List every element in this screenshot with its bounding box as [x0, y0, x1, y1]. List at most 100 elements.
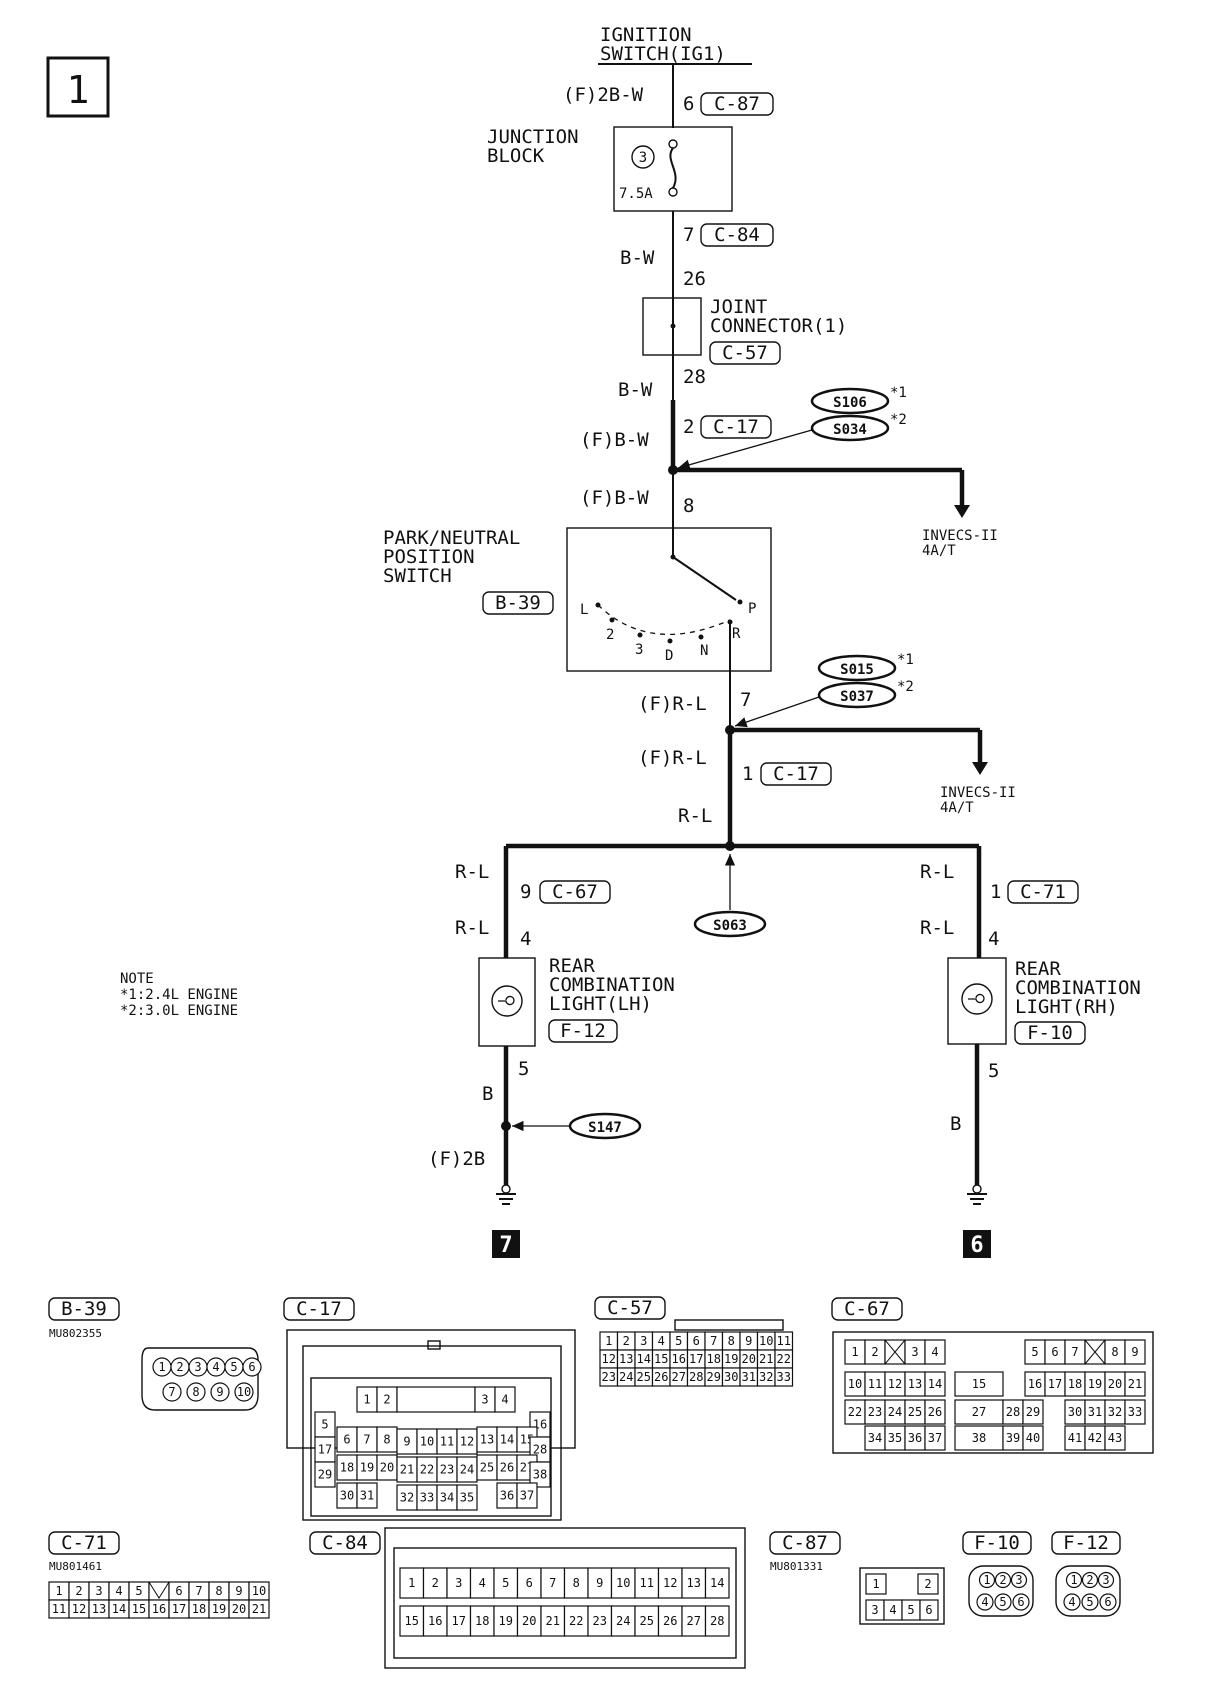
pin-number: 22 — [420, 1463, 434, 1477]
pin-number: 32 — [400, 1491, 414, 1505]
pin-number: 9 — [216, 1385, 223, 1399]
pin-number: 29 — [1026, 1405, 1040, 1419]
pin-number: 24 — [888, 1405, 902, 1419]
pin-cavity — [1063, 1593, 1081, 1611]
pin-pn-out: 7 — [740, 689, 751, 711]
c71-part: MU801461 — [49, 1560, 102, 1573]
pin-number: 2 — [871, 1345, 878, 1359]
ground-no-right-box — [963, 1230, 991, 1258]
pin-number: 27 — [972, 1405, 986, 1419]
svg-text:S034: S034 — [833, 422, 867, 438]
wire-color-rl-1: (F)R-L — [638, 693, 707, 715]
pin-number: 40 — [1026, 1431, 1040, 1445]
pin-cavity — [994, 1571, 1012, 1589]
pin-number: 17 — [172, 1602, 186, 1616]
pin-number: 12 — [888, 1377, 902, 1391]
pin-number: 10 — [759, 1334, 773, 1348]
pn-switch-arm — [672, 556, 737, 601]
pin-number: 15 — [654, 1352, 668, 1366]
svg-text:S015: S015 — [840, 662, 874, 678]
svg-text:C-17: C-17 — [296, 1298, 342, 1320]
note-title: NOTE — [120, 971, 154, 987]
pin-left-out: 5 — [518, 1058, 529, 1080]
page-number: 1 — [67, 68, 90, 112]
pin-number: 4 — [115, 1584, 122, 1598]
pn-label-1: PARK/NEUTRAL — [383, 527, 520, 549]
pin-number: 27 — [672, 1370, 686, 1384]
rear-light-lh — [478, 957, 536, 1047]
pin-number: 21 — [252, 1602, 266, 1616]
pn-label-3: SWITCH — [383, 565, 452, 587]
wire-color-jc: B-W — [618, 379, 653, 401]
svg-text:*2: *2 — [890, 412, 907, 428]
light-rh-3: LIGHT(RH) — [1015, 996, 1118, 1018]
pin-number: 4 — [479, 1576, 486, 1590]
pin-number: 12 — [602, 1352, 616, 1366]
splice-s037 — [817, 681, 897, 709]
arrow-invecs-mid — [972, 762, 988, 775]
pin-c17-2: 2 — [683, 416, 694, 438]
pin-cavity — [529, 1461, 551, 1488]
pin-cavity — [1022, 1425, 1044, 1451]
pin-number: 21 — [1128, 1377, 1142, 1391]
pin-number: 24 — [619, 1370, 633, 1384]
light-rh-2: COMBINATION — [1015, 977, 1141, 999]
pin-number: 3 — [911, 1345, 918, 1359]
pin-number: 9 — [1131, 1345, 1138, 1359]
svg-text:S147: S147 — [588, 1120, 622, 1136]
pin-number: 5 — [321, 1418, 328, 1432]
pin-right-1: 1 — [990, 881, 1001, 903]
pin-number: 25 — [908, 1405, 922, 1419]
pin-cavity — [1081, 1593, 1099, 1611]
pin-cavity — [242, 1357, 262, 1377]
pin-number: 34 — [440, 1491, 454, 1505]
pin-number: 1 — [872, 1577, 879, 1591]
pin-number: 43 — [1108, 1431, 1122, 1445]
pin-cavity — [865, 1573, 887, 1595]
pin-cavity — [210, 1382, 230, 1402]
svg-text:C-87: C-87 — [782, 1532, 828, 1554]
pin-number: 5 — [135, 1584, 142, 1598]
fuse-number-circle — [631, 145, 655, 169]
pin-number: 14 — [112, 1602, 126, 1616]
wire-color-c17-1: (F)R-L — [638, 747, 707, 769]
junction-label-2: BLOCK — [487, 145, 545, 167]
pin-number: 20 — [232, 1602, 246, 1616]
pin-number: 19 — [212, 1602, 226, 1616]
pin-number: 2 — [924, 1577, 931, 1591]
pin-number: 16 — [1028, 1377, 1042, 1391]
ground-no-left-box — [492, 1230, 520, 1258]
conn-tag-f12-text: F-12 — [560, 1020, 606, 1042]
pin-number: 35 — [888, 1431, 902, 1445]
pin-number: 7 — [549, 1576, 556, 1590]
pin-number: 32 — [759, 1370, 773, 1384]
pin-cavity — [1022, 1399, 1044, 1425]
pin-number: 33 — [420, 1491, 434, 1505]
pin-cavity — [924, 1399, 946, 1425]
svg-text:2: 2 — [606, 627, 614, 643]
pin-number: 11 — [868, 1377, 882, 1391]
pin-number: 25 — [480, 1461, 494, 1475]
pin-number: 7 — [168, 1385, 175, 1399]
pin-number: 7 — [363, 1433, 370, 1447]
pin-number: 3 — [455, 1576, 462, 1590]
pin-number: 31 — [360, 1489, 374, 1503]
conn-tag-c84-text: C-84 — [714, 224, 760, 246]
pin-number: 14 — [710, 1576, 724, 1590]
jc-label-1: JOINT — [710, 296, 767, 318]
wire-color-right-2: R-L — [920, 917, 954, 939]
svg-text:S063: S063 — [713, 918, 747, 934]
pin-number: 10 — [252, 1584, 266, 1598]
pin-number: 13 — [687, 1576, 701, 1590]
pin-cavity — [976, 1593, 994, 1611]
page-number-box: 1 — [46, 56, 110, 118]
pin-cavity — [917, 1573, 939, 1595]
pin-number: 7 — [710, 1334, 717, 1348]
pin-number: 8 — [728, 1334, 735, 1348]
conn-tag-c67-text: C-67 — [552, 881, 598, 903]
splice-s015 — [817, 654, 897, 682]
pin-number: 22 — [848, 1405, 862, 1419]
